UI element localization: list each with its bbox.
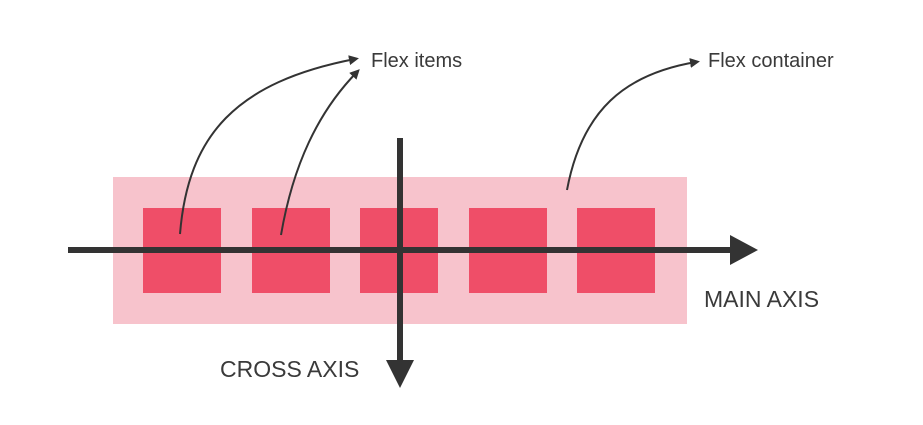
flex-items-pointer-arrow-1 [179, 55, 359, 235]
main-axis-label: MAIN AXIS [704, 286, 820, 312]
flex-container-label: Flex container [708, 50, 834, 72]
flex-items-label: Flex items [371, 50, 463, 72]
flex-container-pointer-arrow [566, 58, 700, 191]
flex-items-pointer-arrow-2 [280, 69, 360, 236]
cross-axis-label: CROSS AXIS [220, 356, 360, 382]
cross-axis-arrow [386, 138, 414, 388]
